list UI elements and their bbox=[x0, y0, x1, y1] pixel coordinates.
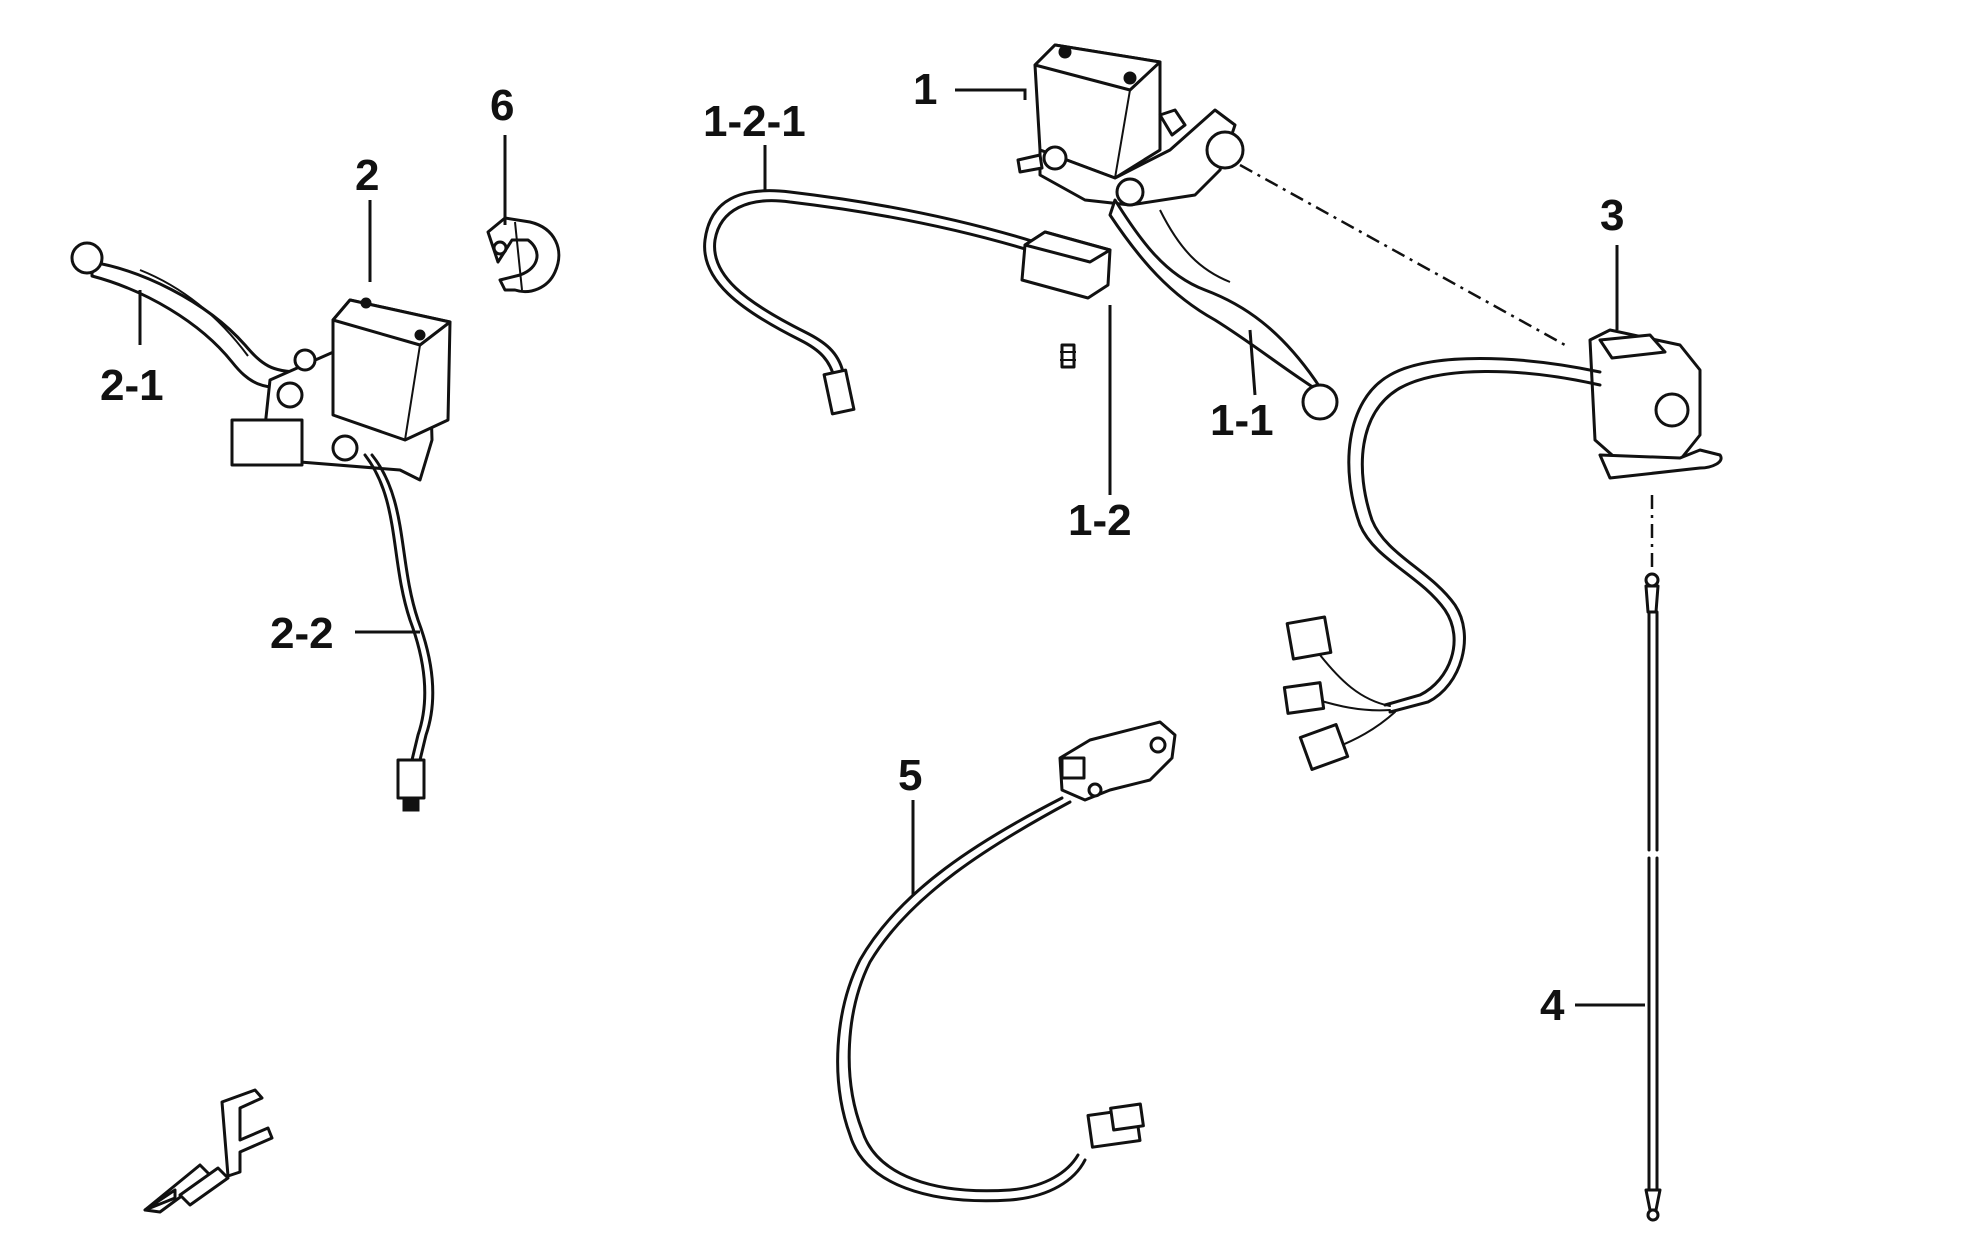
callout-4: 4 bbox=[1540, 981, 1565, 1030]
callout-1-2-1: 1-2-1 bbox=[703, 97, 806, 146]
left-master-cylinder bbox=[70, 241, 452, 812]
callout-2-1: 2-1 bbox=[100, 361, 164, 410]
leader-1-1 bbox=[1248, 329, 1257, 396]
callout-1: 1 bbox=[913, 65, 937, 114]
leader-1 bbox=[955, 88, 1027, 100]
callout-1-2: 1-2 bbox=[1068, 496, 1132, 545]
assembly-line-bar-to-switch bbox=[1239, 163, 1566, 347]
callout-2-2: 2-2 bbox=[270, 609, 334, 658]
callout-5: 5 bbox=[898, 751, 922, 800]
handlebar-switch bbox=[1282, 328, 1723, 771]
callout-6: 6 bbox=[490, 81, 514, 130]
callout-3: 3 bbox=[1600, 191, 1624, 240]
callout-2: 2 bbox=[355, 151, 379, 200]
brake-switch-harness bbox=[703, 189, 1112, 416]
clamp-bracket bbox=[486, 216, 561, 294]
right-master-cylinder bbox=[1016, 43, 1339, 421]
front-direction-marker bbox=[143, 1088, 274, 1214]
throttle-cable bbox=[1644, 572, 1662, 1222]
callout-1-1: 1-1 bbox=[1210, 396, 1274, 445]
sensor-harness bbox=[836, 720, 1177, 1203]
